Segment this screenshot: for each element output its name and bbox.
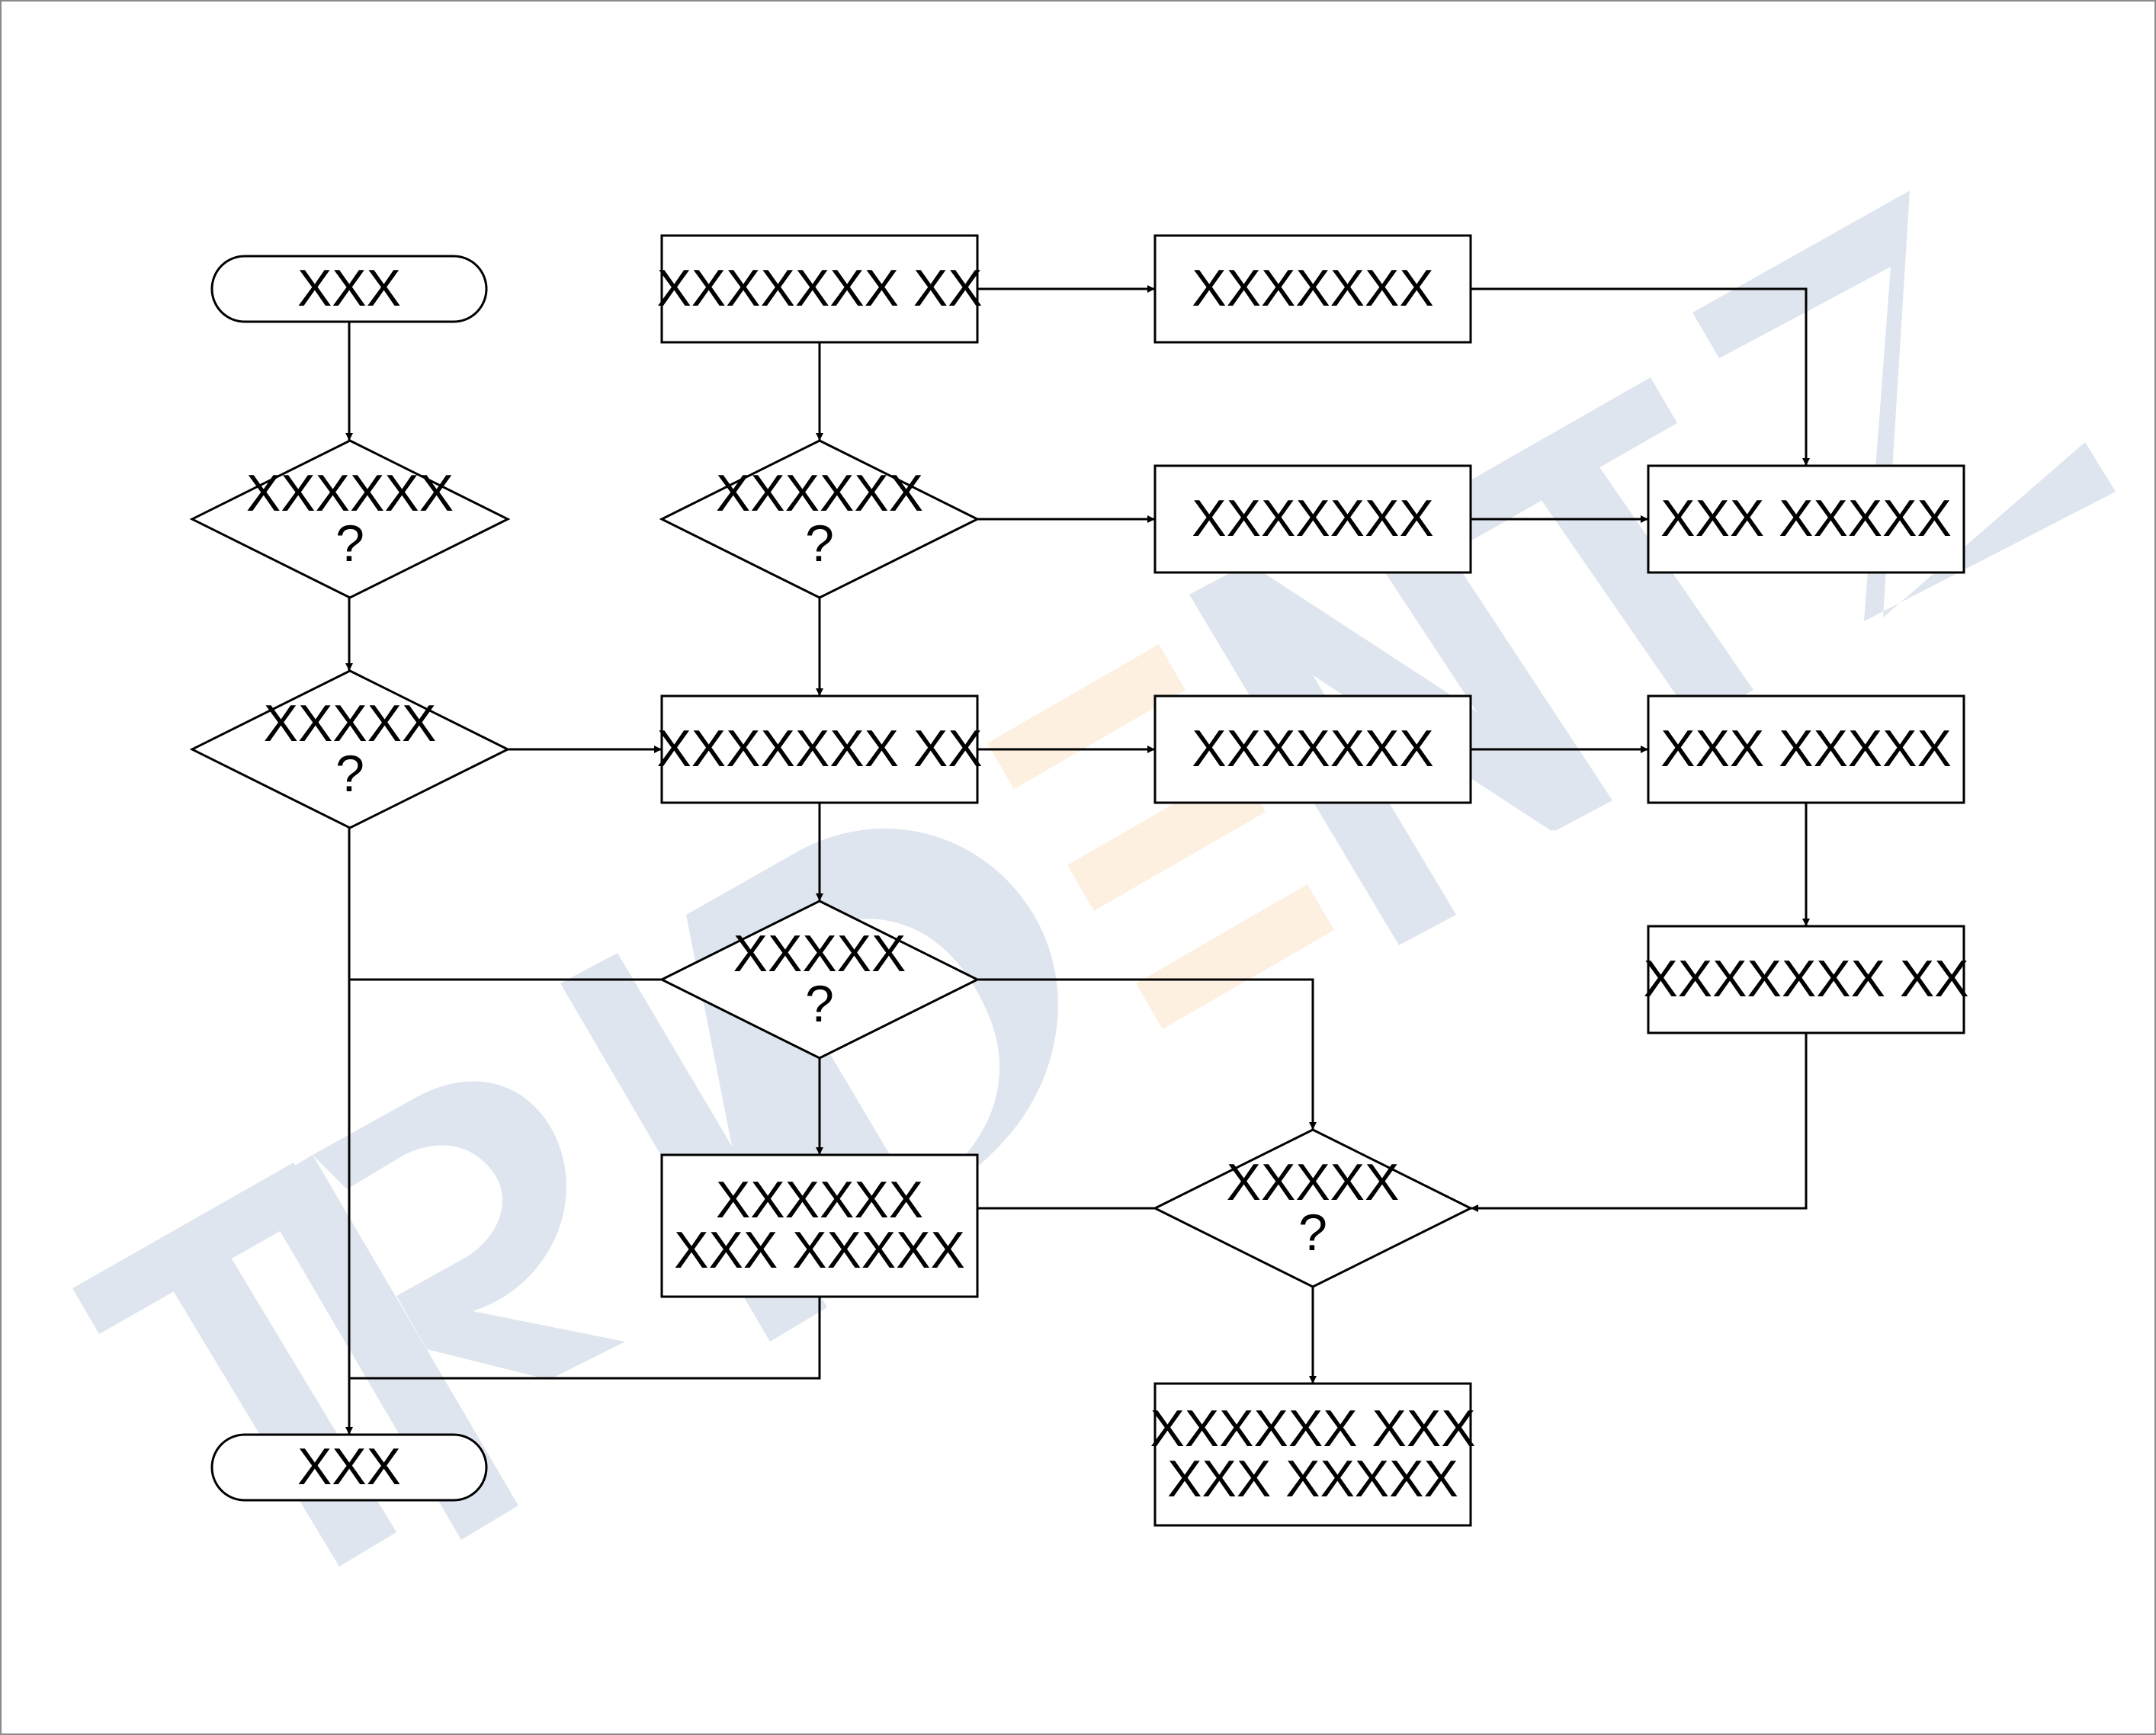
- process-box-bottom: XXXXXX XXXXXX XXXXX: [1150, 1382, 1476, 1527]
- decision-node-1-label-1: XXXXXX: [246, 464, 454, 522]
- decision-node-mid-low-shape: [659, 900, 980, 1060]
- process-box-right-2-shape: [1153, 464, 1472, 574]
- decision-node-right-shape: [1152, 1128, 1474, 1288]
- decision-node-mid-low-label-1: XXXXX: [733, 925, 906, 983]
- decision-node-2-label-2: ?: [335, 745, 364, 803]
- decision-node-mid-top-shape: [659, 439, 980, 599]
- watermark-logo: [72, 191, 2116, 1567]
- process-box-mid: XXXXXXX XX: [656, 694, 983, 804]
- decision-node-right-label-1: XXXXX: [1227, 1153, 1400, 1211]
- process-box-right-1: XXXXXXX: [1153, 234, 1472, 344]
- watermark-r-bowl: [313, 1081, 625, 1380]
- process-box-far-2-shape: [1647, 694, 1965, 804]
- process-box-far-1: XXX XXXXX: [1647, 464, 1965, 574]
- process-box-far-3: XXXXXXX XX: [1643, 925, 1969, 1034]
- process-box-combo-label-2: XXX XXXXX: [674, 1221, 965, 1279]
- watermark-t2-stem: [1517, 431, 1753, 724]
- decision-node-2-shape: [189, 669, 511, 829]
- decision-node-1-label-2: ?: [335, 515, 364, 572]
- decision-node-mid-low: XXXXX?: [659, 900, 980, 1060]
- process-box-right-1-shape: [1153, 234, 1472, 344]
- process-box-far-2: XXX XXXXX: [1647, 694, 1965, 804]
- edge-box-r1-to-box-far1: [1471, 287, 1810, 466]
- decision-node-right-label-2: ?: [1298, 1204, 1327, 1262]
- process-box-bottom-label-1: XXXXXX XXX: [1150, 1400, 1475, 1458]
- watermark-e-bar-3: [1136, 884, 1334, 1029]
- process-box-mid-label-1: XXXXXXX XX: [656, 720, 982, 778]
- end-terminator: XXX: [210, 1433, 488, 1502]
- process-box-bottom-shape: [1153, 1382, 1472, 1527]
- decision-node-1: XXXXXX?: [189, 439, 511, 599]
- process-box-right-2: XXXXXXX: [1153, 464, 1472, 574]
- process-box-mid-shape: [660, 694, 979, 804]
- process-box-right-2-label-1: XXXXXXX: [1192, 489, 1434, 547]
- start-terminator-shape: [210, 255, 488, 323]
- end-terminator-label-1: XXX: [297, 1438, 401, 1496]
- process-box-far-3-label-1: XXXXXXX XX: [1643, 950, 1968, 1008]
- watermark-e-bar-1: [987, 644, 1185, 789]
- process-box-right-3: XXXXXXX: [1153, 694, 1472, 804]
- process-box-combo-shape: [660, 1153, 979, 1298]
- edge-process-combo-to-left-line: [349, 1297, 821, 1380]
- process-box-top-label-1: XXXXXXX XX: [656, 259, 982, 317]
- process-box-far-1-label-1: XXX XXXXX: [1660, 489, 1952, 547]
- start-terminator-label-1: XXX: [297, 259, 401, 317]
- end-terminator-shape: [210, 1433, 488, 1502]
- process-box-right-3-shape: [1153, 694, 1472, 804]
- decision-node-2: XXXXX?: [189, 669, 511, 829]
- process-box-right-1-label-1: XXXXXXX: [1192, 259, 1434, 317]
- process-box-top-shape: [660, 234, 979, 344]
- process-box-bottom-label-2: XXX XXXXX: [1167, 1450, 1458, 1508]
- decision-node-1-shape: [189, 439, 511, 599]
- decision-node-mid-low-label-2: ?: [805, 975, 834, 1033]
- process-box-combo-label-1: XXXXXX: [716, 1171, 923, 1229]
- process-box-far-2-label-1: XXX XXXXX: [1660, 720, 1952, 778]
- process-box-far-3-shape: [1647, 925, 1965, 1034]
- decision-node-right: XXXXX?: [1152, 1128, 1474, 1288]
- process-box-right-3-label-1: XXXXXXX: [1192, 720, 1434, 778]
- process-box-far-1-shape: [1647, 464, 1965, 574]
- process-box-top: XXXXXXX XX: [656, 234, 983, 344]
- decision-node-mid-top: XXXXXX?: [659, 439, 980, 599]
- connector-lines: [345, 285, 1810, 1435]
- edge-box-far3-to-decision-right: [1471, 1033, 1808, 1212]
- decision-node-2-label-1: XXXXX: [264, 694, 437, 752]
- watermark-z-shape: [1692, 191, 2116, 621]
- decision-node-mid-top-label-2: ?: [805, 515, 834, 572]
- start-terminator: XXX: [210, 255, 488, 323]
- edge-decision-mid-low-to-decision-right: [977, 978, 1317, 1130]
- decision-node-mid-top-label-1: XXXXXX: [716, 464, 923, 522]
